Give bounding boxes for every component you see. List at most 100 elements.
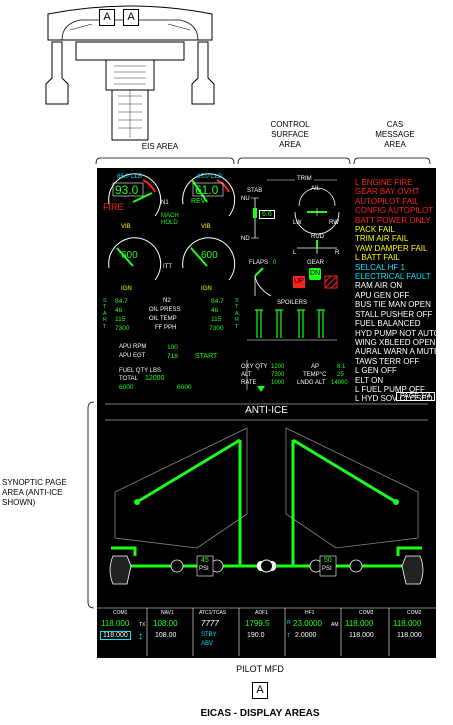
synoptic-area-callout: SYNOPTIC PAGE AREA (ANTI-ICE SHOWN)	[2, 478, 92, 508]
gear-up-indicator	[293, 276, 305, 288]
n1-left-red-arc	[142, 179, 156, 193]
lw-label: LW	[293, 220, 302, 226]
psi-left-unit: PSI	[199, 566, 209, 572]
com3-standby[interactable]: 118.000	[349, 632, 374, 639]
hf1-active[interactable]: 23.0000	[293, 619, 322, 628]
cas-message: TAWS TERR OFF	[355, 356, 420, 366]
cas-area-callout: CAS MESSAGE AREA	[360, 120, 430, 150]
rw-label: RW	[329, 220, 339, 226]
com1-swap-icon[interactable]: ↕	[138, 631, 143, 642]
oil-press-left: 46	[115, 307, 123, 314]
control-surface-area: TRIM STAB NU ND 6.6 AIL LW RW RUD L R FL…	[237, 168, 355, 398]
itt-left-arc	[108, 237, 162, 281]
com2-standby[interactable]: 118.000	[397, 632, 422, 639]
pilot-mfd-box-a: A	[252, 682, 268, 699]
control-surface-drawings	[246, 179, 340, 392]
apu-egt-value: 718	[167, 353, 178, 360]
rud-r-label: R	[335, 250, 340, 256]
cas-message: AUTOPILOT FAIL	[355, 196, 419, 206]
cas-message: L HYD SOV CLOSED	[355, 394, 433, 404]
fuel-left-value: 6000	[119, 384, 134, 391]
nav1-standby[interactable]: 108.00	[155, 632, 177, 639]
fuel-qty-label: FUEL QTY LBS	[119, 368, 162, 374]
nav1-label: NAV1	[161, 610, 174, 616]
psi-right-value: 50	[324, 557, 332, 564]
gear-dn-indicator	[309, 268, 321, 280]
cas-message: STALL PUSHER OFF	[355, 309, 433, 319]
oil-press-label: OIL PRESS	[149, 307, 181, 313]
com3-active[interactable]: 118.000	[345, 619, 374, 628]
itt-left-needle	[116, 247, 134, 267]
n2-left: 84.7	[115, 298, 128, 305]
n1-left-needle	[132, 192, 153, 203]
pilot-mfd-display	[97, 168, 436, 658]
temp-label: TEMP°C	[303, 372, 327, 378]
hf1-standby[interactable]: 2.0000	[295, 632, 317, 639]
left-wing-duct	[136, 438, 241, 504]
eis-gauges	[108, 173, 236, 281]
com2-label: COM2	[407, 610, 422, 616]
oil-temp-label: OIL TEMP	[149, 316, 177, 322]
clb-right: 85.0 CLB	[197, 174, 223, 180]
cas-page-indicator[interactable]: PAGE 1/4	[396, 392, 435, 401]
start-right-a: A	[235, 310, 239, 317]
n1-right-value: 61.0	[195, 183, 219, 197]
ff-label: FF PPH	[155, 325, 177, 331]
lndg-label: LNDG ALT	[297, 380, 326, 386]
start-left-t: T	[103, 304, 107, 311]
figure-title: EICAS - DISPLAY AREAS	[200, 708, 320, 719]
trim-label: TRIM	[295, 176, 314, 182]
atc-stby[interactable]: STBY	[201, 632, 217, 638]
rate-arrow-icon	[257, 386, 265, 392]
apu-rpm-label: APU RPM	[119, 344, 147, 350]
gear-up-label: UP	[294, 278, 304, 285]
ff-left: 7300	[115, 325, 130, 332]
nu-label: NU	[241, 196, 250, 202]
n1-left-value: 93.0	[115, 183, 139, 197]
control-callout-line1: CONTROL	[270, 120, 310, 129]
flaps-label: FLAPS	[249, 260, 269, 266]
fuel-total-label: TOTAL	[119, 376, 138, 382]
clb-left: 85.0 CLB	[117, 174, 143, 180]
ap-label: AP	[311, 364, 320, 370]
cas-message: BUS TIE MAN OPEN	[355, 300, 431, 310]
cas-message: L ENGINE FIRE	[355, 178, 413, 187]
cas-message: L GEN OFF	[355, 366, 397, 376]
cas-message: L FUEL PUMP OFF	[355, 384, 425, 394]
com1-active[interactable]: 118.000	[101, 619, 130, 628]
stab-label: STAB	[247, 188, 263, 194]
rate-label: RATE	[241, 380, 257, 386]
t2-left-label: T2	[100, 544, 109, 551]
start-left-r: R	[103, 317, 107, 324]
start-left-s: S	[103, 298, 107, 304]
cas-callout-line3: AREA	[384, 140, 406, 149]
hf1-am: AM	[331, 622, 339, 628]
control-area-callout: CONTROL SURFACE AREA	[250, 120, 330, 150]
adf1-active[interactable]: 1799.5	[245, 619, 270, 628]
hold-label: HOLD	[161, 220, 178, 226]
mach-label: MACH	[161, 213, 179, 219]
com2-active[interactable]: 118.000	[393, 619, 422, 628]
start-right-s: S	[235, 298, 239, 304]
n1-left-arc	[108, 173, 162, 217]
oxy-value: 1200	[271, 364, 285, 370]
flaps-value: 0	[273, 260, 277, 266]
vib-right: VIB	[201, 224, 211, 230]
start-right-r: R	[235, 317, 239, 324]
atc-abv[interactable]: ABV	[201, 641, 214, 647]
start-right-t2: T	[235, 323, 239, 330]
n1-label: N1	[161, 200, 169, 206]
n2-label: N2	[163, 298, 171, 304]
oil-temp-left: 115	[115, 316, 126, 323]
cas-message: BATT POWER ONLY	[355, 215, 431, 225]
adf1-standby[interactable]: 190.0	[247, 632, 265, 639]
rud-label: RUD	[311, 234, 324, 240]
synoptic-callout-line1: SYNOPTIC PAGE	[2, 478, 67, 487]
atc-code[interactable]: 7777	[201, 619, 219, 628]
nav1-active[interactable]: 108.00	[153, 619, 178, 628]
atc-label: ATC1/TCAS	[199, 610, 227, 616]
cockpit-box-a-right: A	[123, 9, 139, 26]
com1-standby[interactable]: 118.000	[100, 631, 131, 640]
itt-right-needle	[190, 247, 208, 267]
rud-l-label: L	[293, 250, 297, 256]
